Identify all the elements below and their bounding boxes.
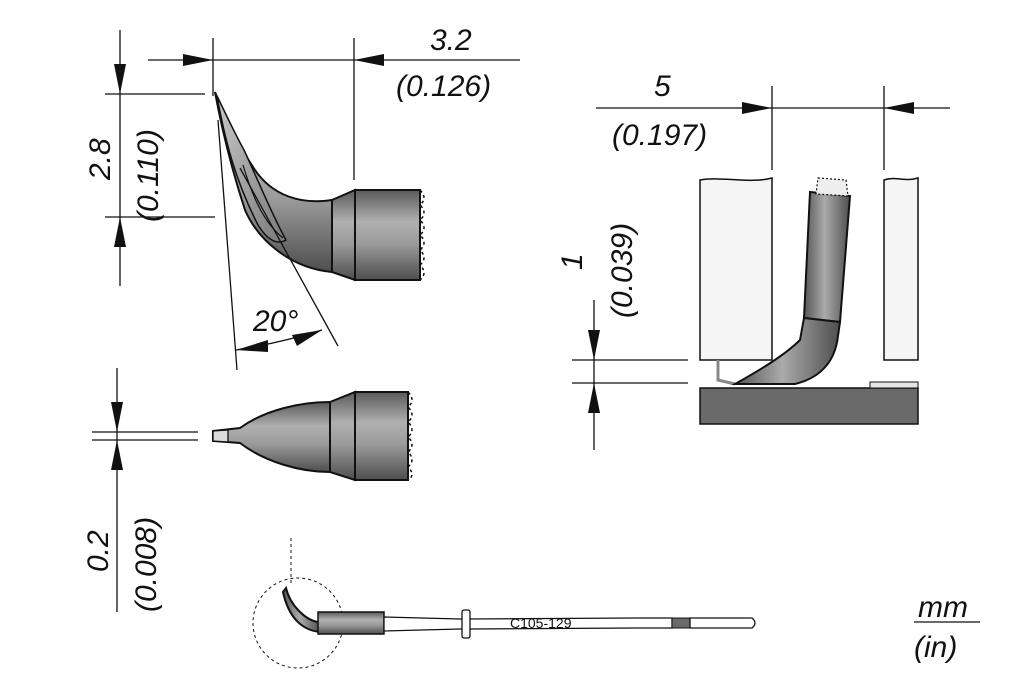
- dim-tip-width-mm: 0.2: [82, 530, 115, 572]
- dim-reach-mm: 5: [654, 70, 671, 103]
- dim-length-mm: 3.2: [430, 24, 472, 57]
- full-tip-view: [252, 538, 756, 669]
- dim-tip-width-in: (0.008): [130, 517, 163, 612]
- units-secondary: (in): [914, 631, 957, 664]
- dim-clearance-in: (0.039): [606, 223, 639, 318]
- dim-clearance-mm: 1: [556, 253, 589, 270]
- dim-height-in: (0.110): [132, 129, 165, 222]
- dim-length-in: (0.126): [396, 70, 491, 103]
- part-number: C105-129: [510, 615, 572, 631]
- application-view: [572, 86, 950, 450]
- front-view: [92, 368, 413, 612]
- side-view: [105, 30, 520, 371]
- units-primary: mm: [918, 591, 968, 624]
- dim-angle: 20°: [252, 305, 298, 338]
- dim-height-mm: 2.8: [84, 138, 117, 181]
- dim-reach-in: (0.197): [612, 119, 707, 152]
